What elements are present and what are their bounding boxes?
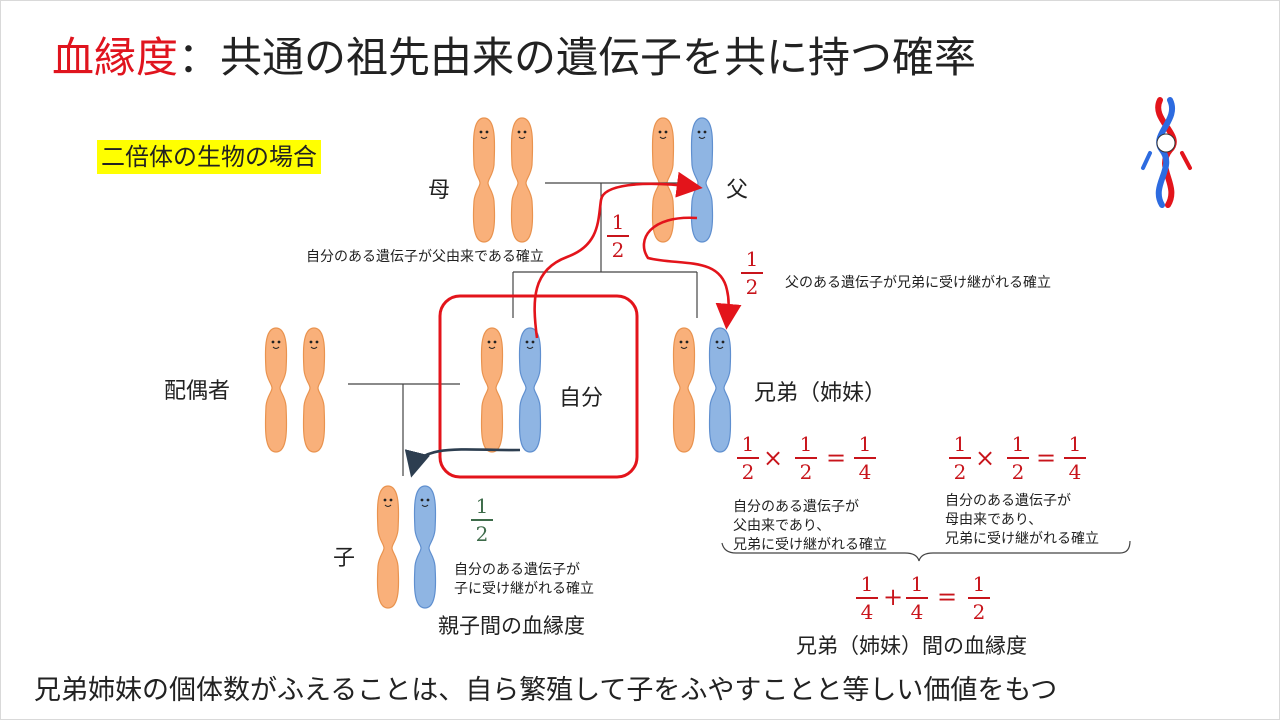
sibling-chromosome-1 <box>672 327 696 453</box>
numerator: 1 <box>745 247 759 271</box>
note-via-mother-1: 自分のある遺伝子が <box>945 493 1071 509</box>
eq1-equals: = <box>826 444 847 472</box>
denominator: 2 <box>1011 460 1025 484</box>
self-chromosome-1-face <box>487 340 497 349</box>
father-chromosome-2-face <box>697 130 707 139</box>
spouse-chromosome-1-face <box>271 340 281 349</box>
brace-left <box>721 542 934 562</box>
brace-right <box>933 540 1131 554</box>
numerator: 1 <box>799 432 813 456</box>
denominator: 4 <box>1068 460 1082 484</box>
note-via-father-3: 兄弟に受け継がれる確立 <box>733 537 887 553</box>
label-sibling: 兄弟（姉妹） <box>754 381 887 406</box>
eq2-equals: = <box>1036 444 1057 472</box>
denominator: 2 <box>799 460 813 484</box>
mother-chromosome-2-face <box>517 130 527 139</box>
note-from-father: 自分のある遺伝子が父由来である確立 <box>306 249 544 265</box>
arrow-self-to-child <box>404 448 521 478</box>
note-to-child-2: 子に受け継がれる確立 <box>454 581 594 597</box>
numerator: 1 <box>1011 432 1025 456</box>
mother-chromosome-1-face <box>479 130 489 139</box>
note-father-to-sibling: 父のある遺伝子が兄弟に受け継がれる確立 <box>785 275 1051 291</box>
eq3-plus: + <box>883 583 904 611</box>
note-via-father-1: 自分のある遺伝子が <box>733 499 859 515</box>
self-highlight-box <box>438 294 639 479</box>
numerator: 1 <box>741 432 755 456</box>
caption-parent-child: 親子間の血縁度 <box>438 614 585 638</box>
denominator: 2 <box>741 460 755 484</box>
sibling-chromosome-2-face <box>715 340 725 349</box>
numerator: 1 <box>1068 432 1082 456</box>
subtitle-diploid: 二倍体の生物の場合 <box>97 140 321 174</box>
note-via-father-2: 父由来であり、 <box>733 518 831 534</box>
mother-chromosome-1 <box>472 117 496 243</box>
spouse-chromosome-2-face <box>309 340 319 349</box>
page-title: 血縁度：共通の祖先由来の遺伝子を共に持つ確率 <box>52 30 976 86</box>
title-rest: ：共通の祖先由来の遺伝子を共に持つ確率 <box>178 33 977 82</box>
sibling-chromosome-1-face <box>679 340 689 349</box>
numerator: 1 <box>611 210 625 234</box>
numerator: 1 <box>910 572 924 596</box>
denominator: 4 <box>858 460 872 484</box>
child-chromosome-2 <box>413 485 437 609</box>
label-spouse: 配偶者 <box>164 379 231 404</box>
label-mother: 母 <box>428 178 451 203</box>
numerator: 1 <box>953 432 967 456</box>
child-chromosome-1 <box>376 485 400 609</box>
numerator: 1 <box>972 572 986 596</box>
note-via-mother-2: 母由来であり、 <box>945 512 1043 528</box>
child-chromosome-1-face <box>383 498 393 507</box>
spouse-chromosome-1 <box>264 327 288 453</box>
self-chromosome-2 <box>518 327 542 453</box>
label-self: 自分 <box>559 386 604 411</box>
spouse-chromosome-2 <box>302 327 326 453</box>
sibling-chromosome-2 <box>708 327 732 453</box>
arrow-father-to-self <box>533 171 703 339</box>
note-via-mother-3: 兄弟に受け継がれる確立 <box>945 531 1099 547</box>
denominator: 4 <box>910 600 924 624</box>
father-chromosome-1-face <box>658 130 668 139</box>
numerator: 1 <box>475 494 489 518</box>
denominator: 2 <box>745 275 759 299</box>
label-child: 子 <box>333 546 356 571</box>
caption-siblings: 兄弟（姉妹）間の血縁度 <box>796 634 1027 658</box>
arrow-father-to-sibling <box>642 216 742 330</box>
self-chromosome-1 <box>480 327 504 453</box>
title-highlight: 血縁度 <box>52 33 179 82</box>
denominator: 4 <box>860 600 874 624</box>
denominator: 2 <box>953 460 967 484</box>
numerator: 1 <box>860 572 874 596</box>
denominator: 2 <box>611 238 625 262</box>
numerator: 1 <box>858 432 872 456</box>
label-father: 父 <box>726 178 749 203</box>
bottom-statement: 兄弟姉妹の個体数がふえることは、自ら繁殖して子をふやすことと等しい価値をもつ <box>34 675 1058 706</box>
child-chromosome-2-face <box>420 498 430 507</box>
eq3-equals: = <box>937 583 958 611</box>
note-to-child-1: 自分のある遺伝子が <box>454 562 580 578</box>
denominator: 2 <box>475 522 489 546</box>
father-chromosome-1 <box>651 117 675 243</box>
dna-mascot-icon <box>1141 97 1192 208</box>
eq2-times: × <box>975 444 996 472</box>
mother-chromosome-2 <box>510 117 534 243</box>
father-chromosome-2 <box>690 117 714 243</box>
self-chromosome-2-face <box>525 340 535 349</box>
eq1-times: × <box>763 444 784 472</box>
denominator: 2 <box>972 600 986 624</box>
